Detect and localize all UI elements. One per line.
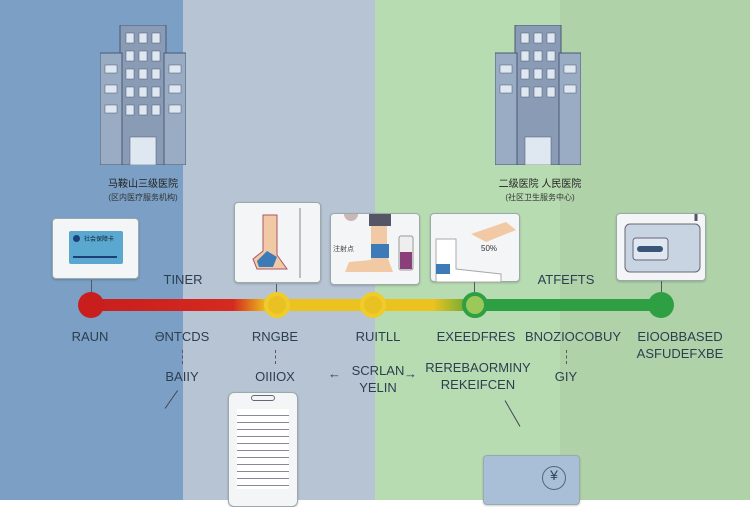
stage-sublabel: GIY <box>554 369 578 384</box>
stage-sublabel: SCRLAN YELIN <box>351 363 405 395</box>
stage-label: RUITLL <box>355 329 401 344</box>
timeline-node[interactable] <box>360 292 386 318</box>
timeline-top-label: ATFEFTS <box>537 272 595 287</box>
bank-card-icon: ¥ <box>483 455 580 505</box>
arrow-left-icon: ← <box>328 366 341 381</box>
document-clipboard-icon <box>228 392 298 507</box>
timeline-top-label: TINER <box>163 272 203 287</box>
hospital-name: 二级医院 人民医院 <box>498 179 582 190</box>
card-title: 社会保障卡 <box>84 237 115 243</box>
percent-label: 50% <box>481 244 498 253</box>
hospital-subtitle: (区内医疗服务机构) <box>108 193 178 202</box>
device-illustration <box>616 207 706 281</box>
foot-care-illustration: 50% <box>430 213 520 283</box>
foot-icon <box>252 208 301 278</box>
hospital-building-icon <box>495 25 581 165</box>
stage-label: EIOOBBASED ASFUDEFXBE <box>636 329 724 361</box>
arrow-right-icon: → <box>404 366 417 381</box>
insurance-card-panel: 社会保障卡 <box>52 218 139 279</box>
timeline-node[interactable] <box>462 292 488 318</box>
stage-label: RAUN <box>71 329 109 344</box>
foot-care-icon <box>435 222 516 283</box>
bandage-illustration: 注射点 <box>330 207 420 285</box>
stage-label: BNOZIOCOBUY <box>524 329 622 344</box>
stage-sublabel: REREBAORMINY REKEIFCEN <box>425 360 531 392</box>
stage-label: EXEEDFRES <box>436 329 516 344</box>
stage-label: RNGBE <box>251 329 299 344</box>
medical-device-icon <box>624 207 701 273</box>
note-text: 注射点 <box>333 246 354 253</box>
hospital-subtitle: (社区卫生服务中心) <box>505 193 575 202</box>
foot-injury-illustration <box>234 202 321 283</box>
stage-label: ƏNTCDS <box>154 329 210 344</box>
timeline-node[interactable] <box>78 292 104 318</box>
timeline-node[interactable] <box>264 292 290 318</box>
hospital-building-icon <box>100 25 186 165</box>
hospital-name: 马鞍山三级医院 <box>108 179 178 190</box>
insurance-card-icon: 社会保障卡 <box>69 231 123 264</box>
yen-icon: ¥ <box>542 466 566 490</box>
timeline-node[interactable] <box>648 292 674 318</box>
stage-sublabel: OIIIOX <box>255 369 295 384</box>
stage-sublabel: BAIIY <box>165 369 199 384</box>
